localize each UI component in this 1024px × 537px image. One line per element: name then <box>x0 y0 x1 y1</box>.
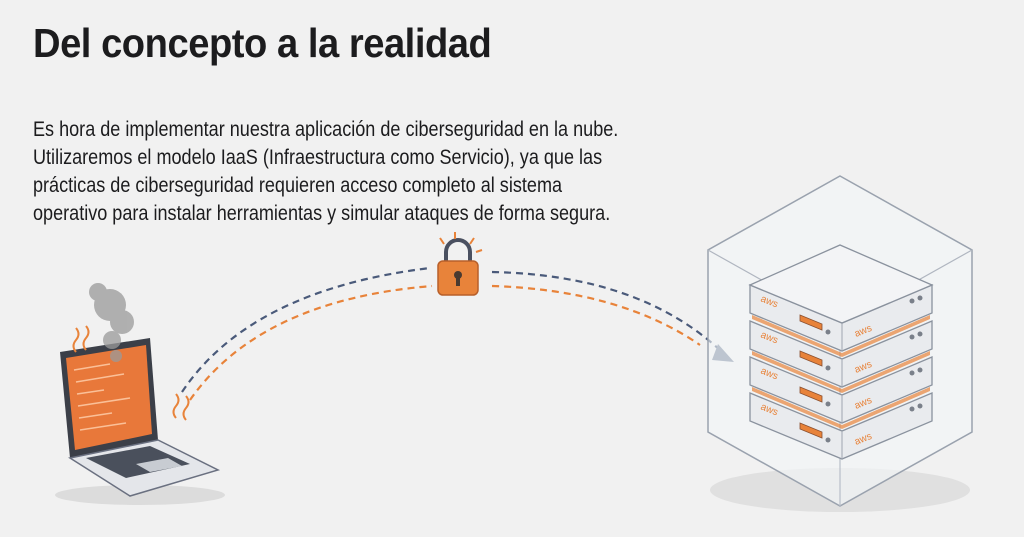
laptop-icon <box>55 283 225 505</box>
body-line: operativo para instalar herramientas y s… <box>33 202 611 225</box>
dashed-arc-blue <box>491 270 723 353</box>
dashed-arc-orange <box>491 284 701 346</box>
slide-title: Del concepto a la realidad <box>33 20 492 66</box>
body-line: Utilizaremos el modelo IaaS (Infraestruc… <box>33 146 603 169</box>
padlock-icon <box>437 232 483 296</box>
slide-body-text: Es hora de implementar nuestra aplicació… <box>33 116 618 228</box>
smoke-icon <box>89 283 134 362</box>
dashed-arc-blue <box>181 266 431 393</box>
server-top <box>748 244 934 324</box>
body-line: Es hora de implementar nuestra aplicació… <box>33 118 619 141</box>
body-line: prácticas de ciberseguridad requieren ac… <box>33 174 563 197</box>
dashed-arc-orange <box>189 284 433 401</box>
